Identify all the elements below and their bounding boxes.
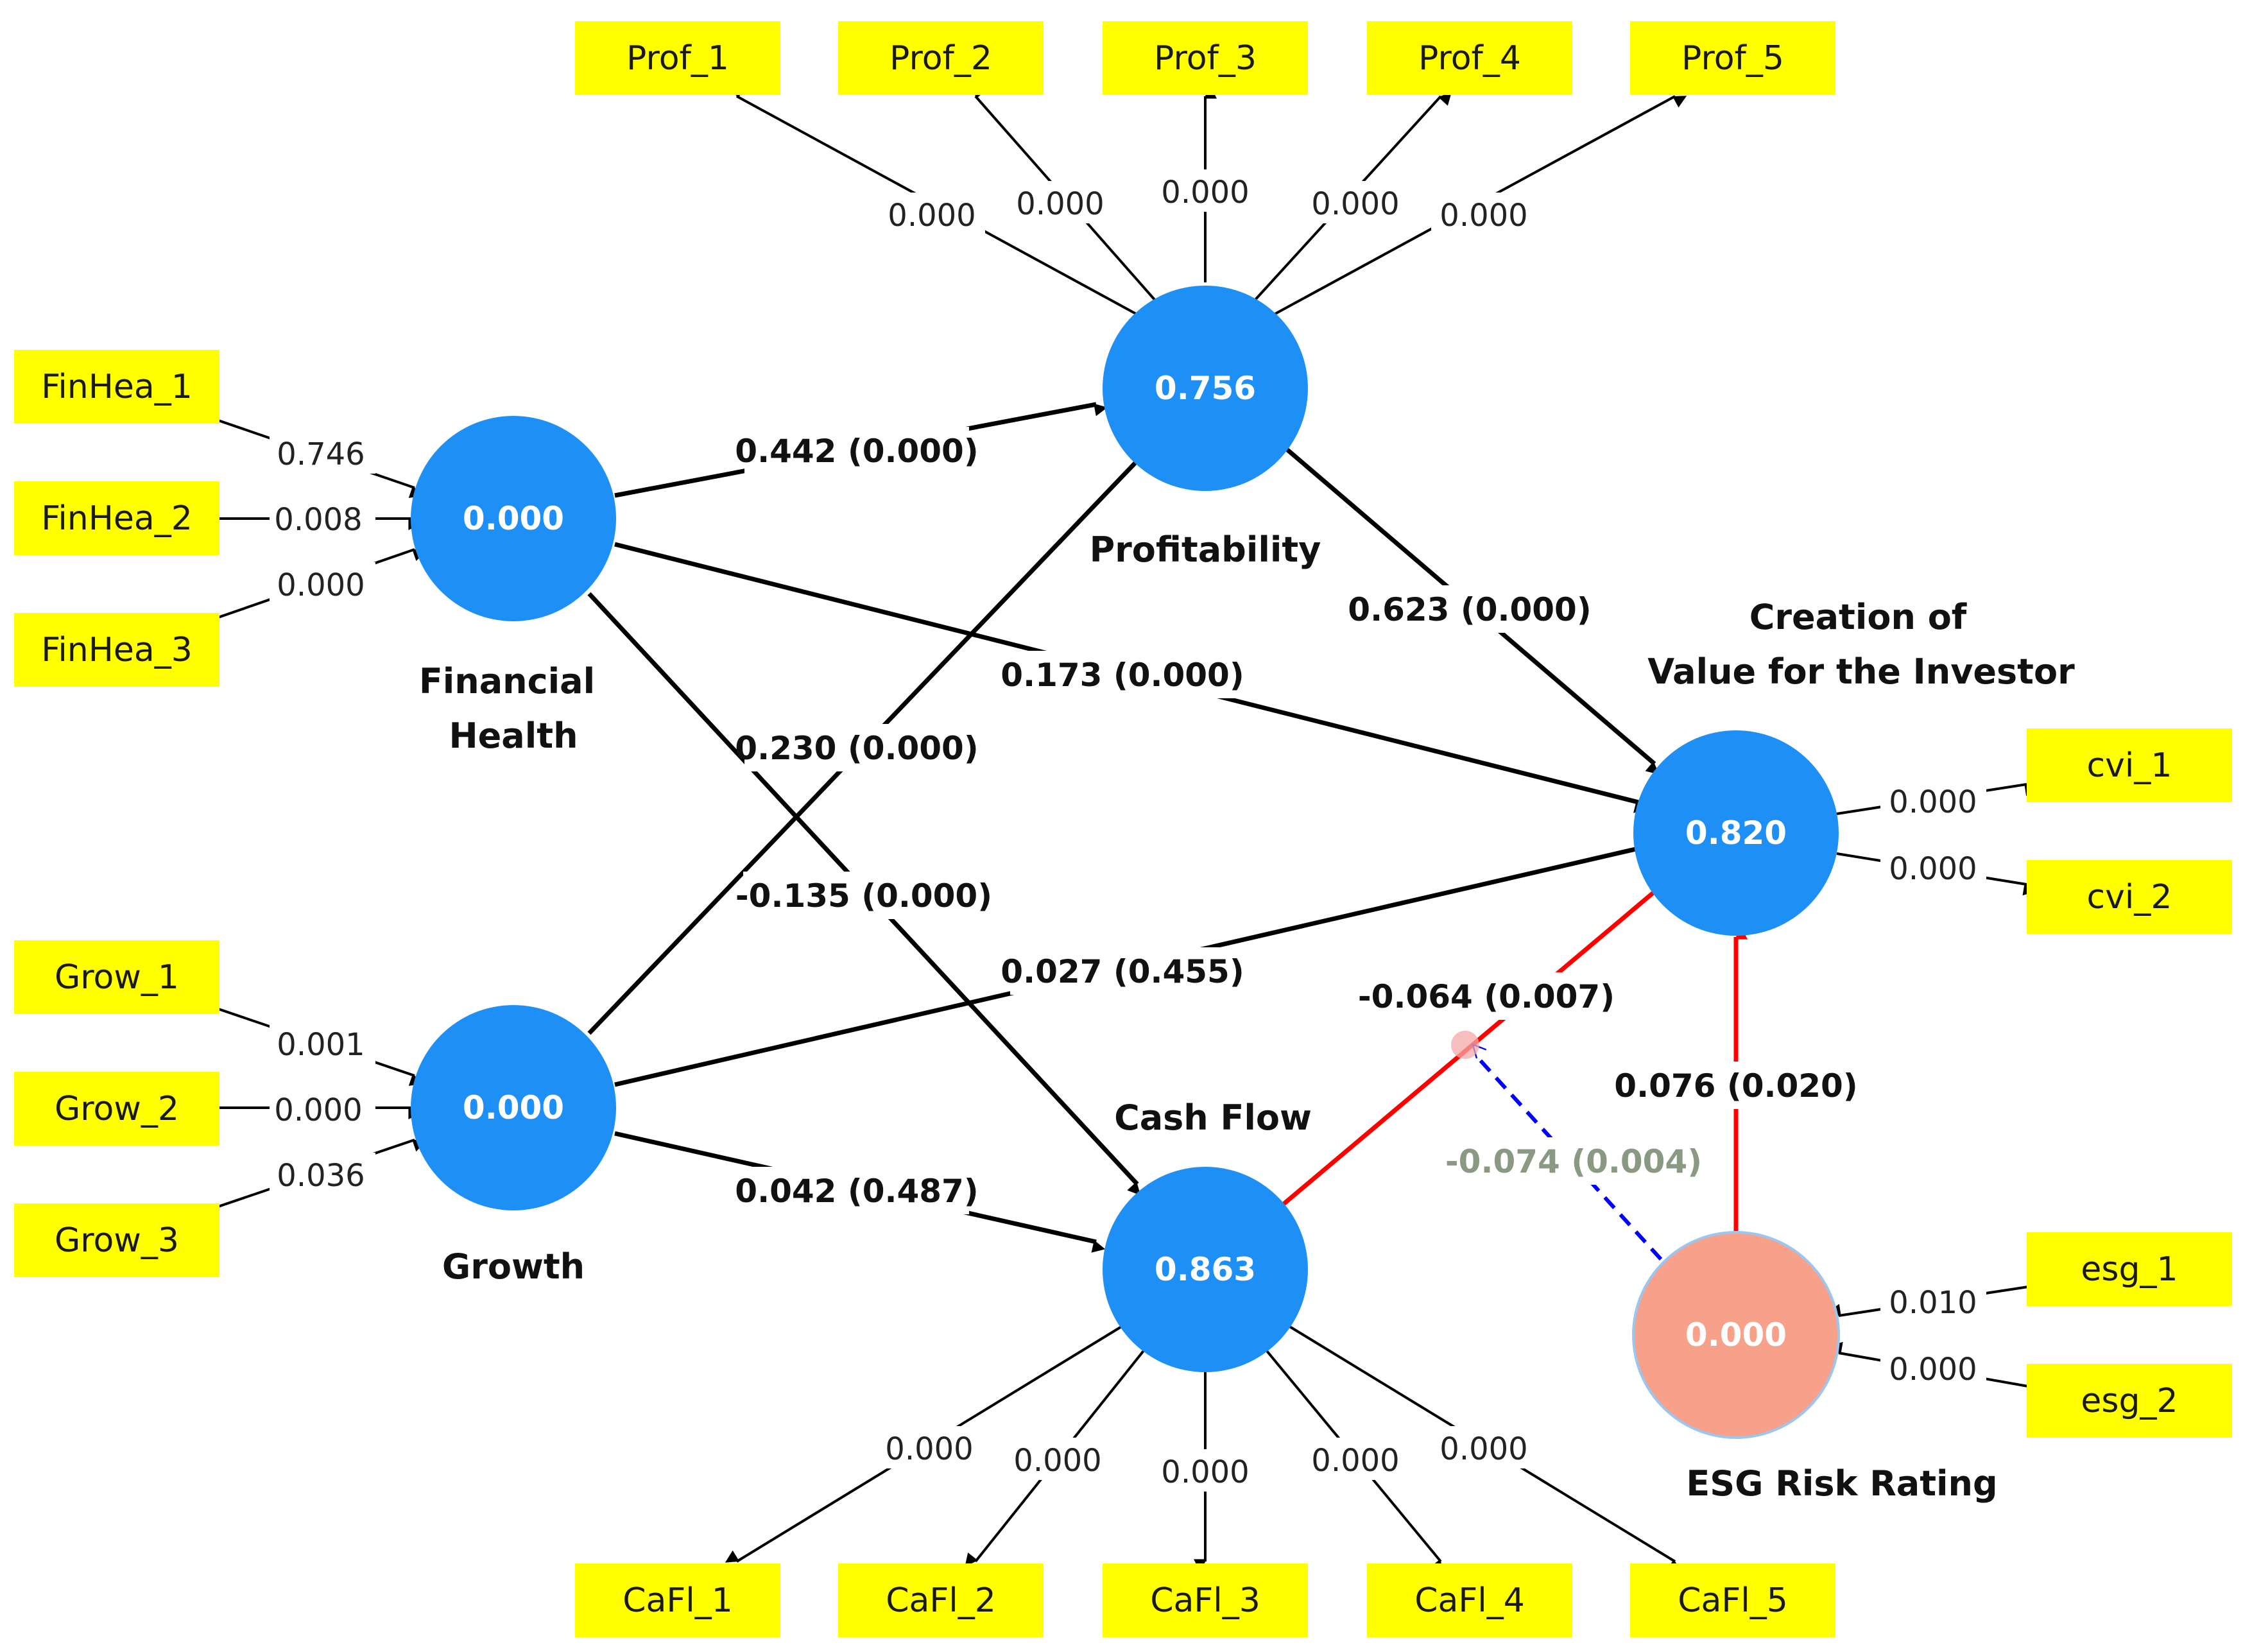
name-financial-health-1: Financial: [419, 661, 595, 701]
svg-text:0.000: 0.000: [463, 500, 564, 537]
loading-cafl-4: 0.000: [1311, 1443, 1399, 1479]
name-financial-health-2: Health: [449, 716, 578, 756]
latent-esg-risk-rating: 0.000: [1632, 1231, 1840, 1439]
indicator-boxes: Prof_1 Prof_2 Prof_3 Prof_4 Prof_5 CaFl_…: [14, 21, 2232, 1637]
svg-text:Grow_3: Grow_3: [55, 1221, 179, 1260]
svg-text:FinHea_2: FinHea_2: [41, 499, 193, 538]
name-growth: Growth: [442, 1246, 585, 1287]
svg-text:CaFl_5: CaFl_5: [1678, 1581, 1788, 1620]
indicator-esg-1: esg_1: [2027, 1232, 2232, 1306]
indicator-finhea-3: FinHea_3: [14, 613, 219, 687]
name-cvi-1: Creation of: [1749, 597, 1967, 637]
svg-text:0.863: 0.863: [1155, 1251, 1256, 1288]
svg-text:Prof_5: Prof_5: [1681, 39, 1784, 78]
indicator-grow-1: Grow_1: [14, 940, 219, 1014]
latent-cash-flow: 0.863: [1103, 1167, 1308, 1372]
loading-finhea-3: 0.000: [277, 567, 365, 603]
svg-text:0.000: 0.000: [463, 1089, 564, 1126]
loading-prof-1: 0.000: [888, 198, 975, 234]
svg-text:CaFl_3: CaFl_3: [1150, 1581, 1260, 1620]
path-labels: 0.442 (0.000) 0.173 (0.000) -0.135 (0.00…: [735, 427, 1858, 1214]
svg-text:CaFl_1: CaFl_1: [623, 1581, 733, 1620]
indicator-finhea-2: FinHea_2: [14, 481, 219, 555]
svg-text:CaFl_2: CaFl_2: [886, 1581, 996, 1620]
indicator-cafl-3: CaFl_3: [1103, 1563, 1308, 1637]
loading-cafl-3: 0.000: [1161, 1454, 1249, 1490]
loading-finhea-1: 0.746: [277, 436, 365, 472]
indicator-cafl-1: CaFl_1: [575, 1563, 780, 1637]
loading-cvi-1: 0.000: [1889, 784, 1977, 820]
loading-cafl-2: 0.000: [1013, 1443, 1101, 1479]
indicator-cvi-1: cvi_1: [2027, 728, 2232, 802]
indicator-finhea-1: FinHea_1: [14, 350, 219, 424]
coef-esg-moderation: -0.074 (0.004): [1445, 1143, 1702, 1180]
latent-profitability: 0.756: [1103, 286, 1308, 491]
loading-cvi-2: 0.000: [1889, 851, 1977, 887]
latent-names: Profitability Financial Health Growth Ca…: [419, 529, 2075, 1504]
indicator-prof-2: Prof_2: [838, 21, 1044, 95]
name-esg-risk-rating: ESG Risk Rating: [1686, 1463, 1997, 1504]
svg-text:Prof_1: Prof_1: [626, 39, 729, 78]
svg-text:Grow_2: Grow_2: [55, 1090, 179, 1128]
loading-finhea-2: 0.008: [274, 502, 362, 538]
svg-text:Prof_4: Prof_4: [1418, 39, 1521, 78]
coef-fh-cvi: 0.173 (0.000): [1001, 657, 1244, 694]
indicator-prof-3: Prof_3: [1103, 21, 1308, 95]
svg-text:CaFl_4: CaFl_4: [1414, 1581, 1525, 1620]
loading-cafl-5: 0.000: [1439, 1431, 1527, 1467]
name-profitability: Profitability: [1090, 529, 1321, 570]
indicator-cafl-4: CaFl_4: [1367, 1563, 1572, 1637]
coef-cf-cvi: -0.064 (0.007): [1358, 978, 1615, 1015]
indicator-prof-1: Prof_1: [575, 21, 780, 95]
svg-text:0.820: 0.820: [1685, 814, 1787, 852]
coef-grow-cvi: 0.027 (0.455): [1001, 953, 1244, 990]
indicator-esg-2: esg_2: [2027, 1364, 2232, 1438]
loading-esg-2: 0.000: [1889, 1352, 1977, 1388]
latent-financial-health: 0.000: [411, 416, 616, 621]
loading-labels: 0.000 0.000 0.000 0.000 0.000 0.000 0.00…: [270, 169, 1986, 1492]
svg-text:Prof_2: Prof_2: [889, 39, 992, 78]
svg-text:0.756: 0.756: [1155, 370, 1256, 407]
indicator-prof-5: Prof_5: [1630, 21, 1835, 95]
indicator-grow-2: Grow_2: [14, 1072, 219, 1146]
loading-grow-3: 0.036: [277, 1158, 365, 1194]
loading-cafl-1: 0.000: [885, 1431, 973, 1467]
svg-text:Grow_1: Grow_1: [55, 958, 179, 997]
loading-prof-2: 0.000: [1016, 186, 1104, 222]
coef-grow-prof: 0.230 (0.000): [735, 730, 978, 767]
loading-esg-1: 0.010: [1889, 1285, 1977, 1321]
svg-text:FinHea_1: FinHea_1: [41, 368, 193, 406]
loading-prof-3: 0.000: [1161, 175, 1249, 211]
name-cvi-2: Value for the Investor: [1647, 651, 2075, 692]
indicator-cvi-2: cvi_2: [2027, 860, 2232, 934]
svg-text:esg_2: esg_2: [2081, 1382, 2178, 1420]
indicator-cafl-5: CaFl_5: [1630, 1563, 1835, 1637]
indicator-grow-3: Grow_3: [14, 1203, 219, 1277]
svg-text:esg_1: esg_1: [2081, 1250, 2178, 1289]
latent-variables: 0.756 0.000 0.000 0.863 0.820 0.000: [411, 286, 1840, 1439]
latent-cvi: 0.820: [1633, 730, 1839, 936]
loading-grow-2: 0.000: [274, 1092, 362, 1128]
coef-esg-cvi: 0.076 (0.020): [1614, 1067, 1857, 1105]
indicator-cafl-2: CaFl_2: [838, 1563, 1044, 1637]
svg-text:0.000: 0.000: [1685, 1316, 1787, 1354]
svg-text:cvi_2: cvi_2: [2087, 878, 2172, 916]
svg-text:Prof_3: Prof_3: [1154, 39, 1257, 78]
loading-grow-1: 0.001: [277, 1027, 365, 1063]
coef-grow-cf: 0.042 (0.487): [735, 1173, 978, 1210]
loading-prof-4: 0.000: [1311, 186, 1399, 222]
coef-fh-cf: -0.135 (0.000): [735, 877, 992, 915]
coef-prof-cvi: 0.623 (0.000): [1348, 591, 1591, 628]
svg-text:FinHea_3: FinHea_3: [41, 631, 193, 669]
coef-fh-prof: 0.442 (0.000): [735, 433, 978, 470]
latent-growth: 0.000: [411, 1005, 616, 1210]
moderation-dot: [1451, 1031, 1479, 1059]
name-cash-flow: Cash Flow: [1114, 1097, 1312, 1138]
svg-text:cvi_1: cvi_1: [2087, 746, 2172, 785]
loading-prof-5: 0.000: [1439, 198, 1527, 234]
indicator-prof-4: Prof_4: [1367, 21, 1572, 95]
